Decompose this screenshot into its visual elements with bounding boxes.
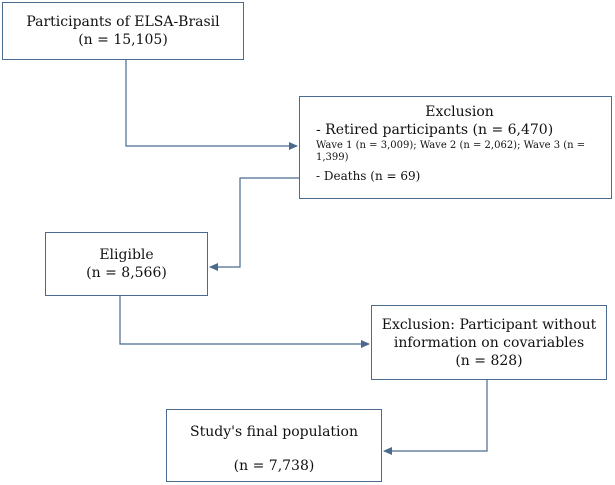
participants-count: (n = 15,105) — [78, 32, 168, 48]
arrow-participants-to-exclusion — [125, 60, 298, 150]
exclusion-title: Exclusion — [425, 104, 494, 120]
participants-title: Participants of ELSA-Brasil — [26, 14, 220, 30]
covariables-exclusion-box: Exclusion: Participant without informati… — [371, 305, 607, 380]
exclusion-waves: Wave 1 (n = 3,009); Wave 2 (n = 2,062); … — [316, 140, 586, 163]
eligible-title: Eligible — [99, 247, 154, 263]
covariables-exclusion-line2: information on covariables — [393, 335, 585, 351]
exclusion-box: Exclusion - Retired participants (n = 6,… — [299, 96, 612, 199]
final-population-title: Study's final population — [190, 424, 358, 440]
eligible-count: (n = 8,566) — [86, 265, 167, 281]
arrow-eligible-to-exclusion2 — [119, 296, 370, 348]
arrow-exclusion-to-eligible — [209, 177, 299, 271]
final-population-count: (n = 7,738) — [233, 458, 315, 474]
exclusion-deaths: - Deaths (n = 69) — [316, 169, 421, 183]
participants-box: Participants of ELSA-Brasil (n = 15,105) — [2, 2, 244, 60]
eligible-box: Eligible (n = 8,566) — [45, 232, 208, 296]
exclusion-retired: - Retired participants (n = 6,470) — [316, 122, 554, 138]
final-population-box: Study's final population (n = 7,738) — [166, 409, 382, 482]
covariables-exclusion-line1: Exclusion: Participant without — [381, 317, 597, 333]
covariables-exclusion-count: (n = 828) — [455, 353, 523, 369]
arrow-exclusion2-to-final — [383, 380, 488, 455]
